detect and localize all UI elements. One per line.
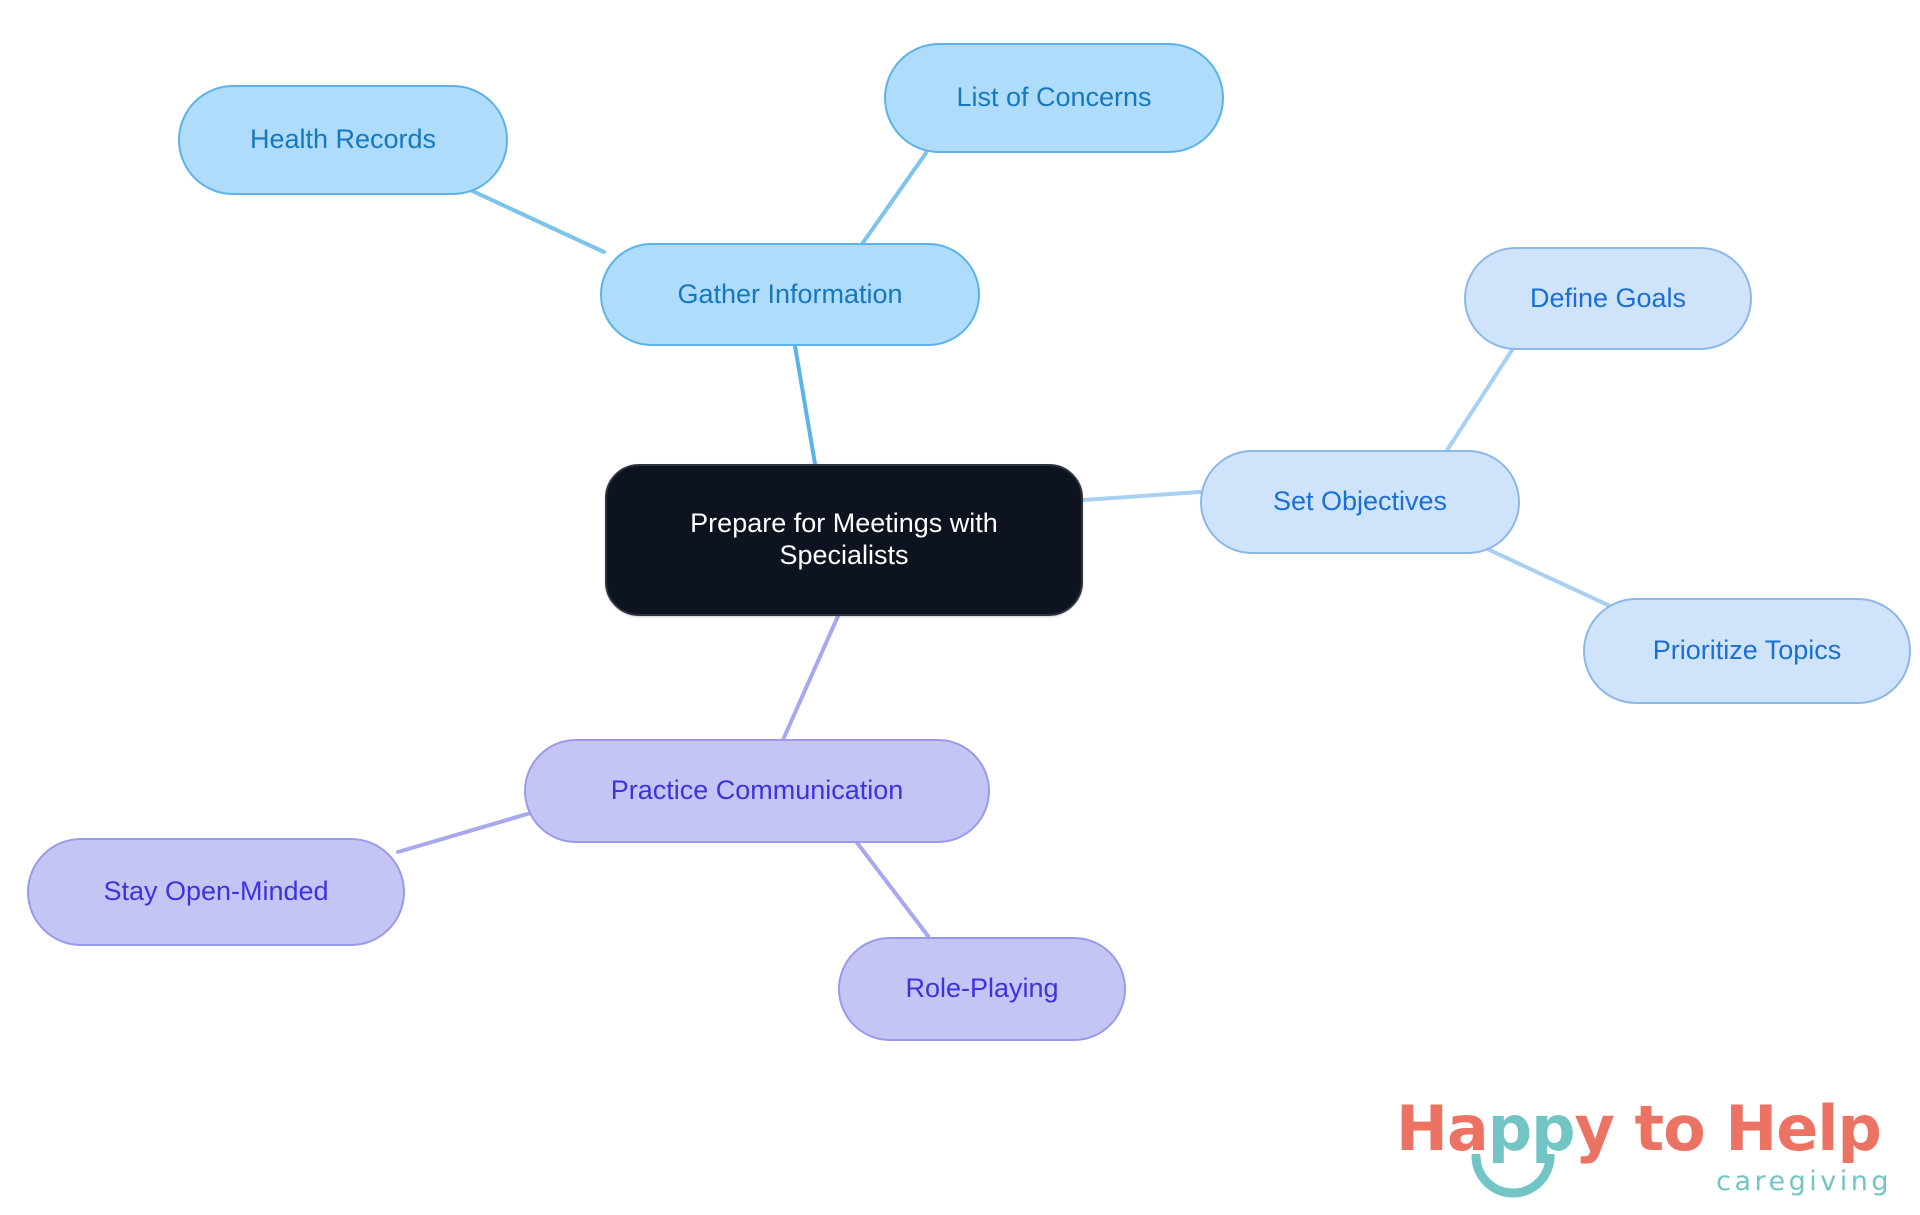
edge-gather-concerns [860, 151, 928, 246]
node-label-gather-information: Gather Information [677, 278, 903, 309]
logo-smile-icon [1471, 1154, 1555, 1198]
node-label-practice-communication: Practice Communication [610, 775, 904, 806]
logo-wordmark: Happy to Help [1396, 1098, 1896, 1160]
node-label-health-records: Health Records [249, 124, 437, 155]
node-set-objectives[interactable]: Set Objectives [1200, 450, 1520, 554]
node-prioritize-topics[interactable]: Prioritize Topics [1583, 598, 1911, 704]
brand-logo: Happy to Help caregiving [1396, 1098, 1896, 1208]
node-health-records[interactable]: Health Records [178, 85, 508, 195]
node-root[interactable]: Prepare for Meetings with Specialists [605, 464, 1083, 616]
node-label-set-objectives: Set Objectives [1272, 486, 1448, 517]
node-gather-information[interactable]: Gather Information [600, 243, 980, 346]
node-label-stay-open-minded: Stay Open-Minded [103, 876, 329, 907]
node-label-role-playing: Role-Playing [905, 973, 1059, 1004]
logo-word-part-3: y to Help [1574, 1092, 1882, 1165]
edge-objectives-prioritize [1466, 538, 1612, 608]
edge-objectives-goals [1442, 348, 1514, 457]
edge-practice-role [853, 838, 930, 938]
node-label-list-of-concerns: List of Concerns [956, 82, 1152, 113]
edge-root-gather [793, 344, 817, 466]
edge-root-objectives [1081, 490, 1202, 502]
node-label-define-goals: Define Goals [1529, 282, 1687, 313]
node-label-root: Prepare for Meetings with Specialists [690, 508, 998, 570]
node-practice-communication[interactable]: Practice Communication [524, 739, 990, 843]
edge-root-practice [780, 614, 840, 744]
node-role-playing[interactable]: Role-Playing [838, 937, 1126, 1041]
logo-word-part-2: pp [1487, 1092, 1576, 1165]
node-list-of-concerns[interactable]: List of Concerns [884, 43, 1224, 153]
node-label-prioritize-topics: Prioritize Topics [1652, 635, 1842, 666]
node-stay-open-minded[interactable]: Stay Open-Minded [27, 838, 405, 946]
node-define-goals[interactable]: Define Goals [1464, 247, 1752, 350]
edge-practice-open [396, 810, 536, 854]
logo-word-part-1: Ha [1396, 1092, 1489, 1165]
logo-tagline: caregiving [1716, 1166, 1892, 1197]
